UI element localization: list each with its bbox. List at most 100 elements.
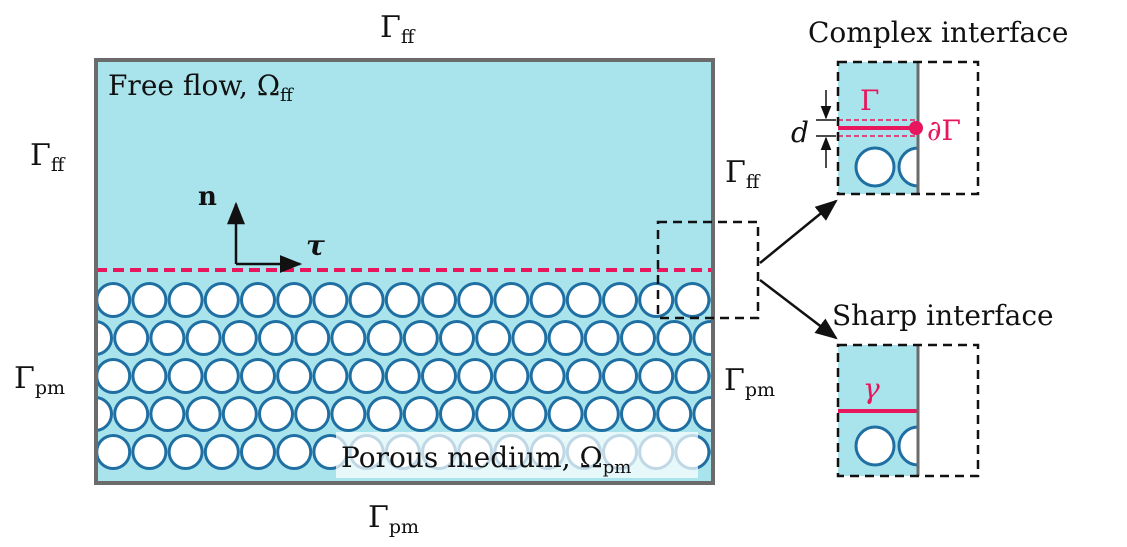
- pore-grain: [638, 358, 675, 394]
- sharp-gamma-label: γ: [863, 372, 880, 405]
- pore-grain: [674, 282, 711, 318]
- pore-grain: [366, 396, 403, 432]
- pore-grain: [620, 396, 656, 432]
- pore-grain: [692, 396, 713, 432]
- pore-grain: [203, 358, 240, 394]
- pore-grain: [854, 146, 896, 188]
- pore-grain: [457, 282, 494, 318]
- pore-grain: [294, 396, 331, 432]
- right-upper-boundary-label: Γff: [725, 155, 761, 193]
- pore-grain: [61, 360, 94, 393]
- left-upper-boundary-label: Γff: [30, 138, 66, 176]
- complex-interface-inset: Complex interface Γ ∂Γ d: [791, 16, 1068, 196]
- porous-label-background: [336, 432, 698, 478]
- pore-grain: [185, 396, 222, 432]
- pore-grain: [602, 282, 638, 318]
- pore-grain: [402, 396, 439, 432]
- pore-grain: [511, 396, 548, 432]
- pore-grain: [240, 282, 276, 318]
- domain-frame: [94, 58, 715, 485]
- pore-grain: [439, 320, 475, 356]
- pore-grain: [421, 282, 457, 318]
- pore-grain: [131, 282, 168, 318]
- pore-grain: [276, 358, 313, 394]
- pore-grain: [620, 320, 656, 356]
- boundary-label: ∂Γ: [927, 114, 961, 147]
- pore-grain: [475, 320, 512, 356]
- pore-grain: [131, 434, 168, 470]
- pore-grain: [96, 434, 132, 470]
- pore-grain: [149, 396, 186, 432]
- pore-grain: [656, 396, 693, 432]
- pore-grain: [511, 320, 548, 356]
- pore-grain: [258, 320, 294, 356]
- pore-grain: [96, 282, 132, 318]
- coordinate-vectors: n τ: [198, 182, 325, 273]
- pore-grain: [529, 358, 566, 394]
- pore-grain: [61, 284, 94, 317]
- pore-grain: [547, 396, 584, 432]
- boundary-point: [909, 121, 923, 135]
- pore-grain: [167, 358, 204, 394]
- pore-grain: [167, 282, 204, 318]
- pore-grain: [258, 396, 294, 432]
- pore-grain: [61, 436, 94, 469]
- pore-grain: [897, 146, 918, 188]
- pore-grain: [583, 396, 620, 432]
- pore-grain: [565, 282, 602, 318]
- pore-grain: [113, 320, 150, 356]
- pore-grain: [547, 320, 584, 356]
- pore-grain: [96, 320, 113, 356]
- pore-grain: [131, 358, 168, 394]
- pore-grain: [475, 396, 512, 432]
- pore-grain: [96, 396, 113, 432]
- pore-grain: [384, 358, 421, 394]
- pore-grain: [348, 282, 385, 318]
- bottom-boundary-label: Γpm: [368, 500, 419, 538]
- tangent-label: τ: [306, 229, 325, 262]
- complex-gamma-label: Γ: [860, 84, 879, 117]
- sharp-interface-title: Sharp interface: [832, 299, 1054, 332]
- pore-grain: [221, 396, 258, 432]
- pore-grain: [457, 358, 494, 394]
- pore-grain: [167, 434, 204, 470]
- pore-grain: [276, 434, 313, 470]
- pore-grain: [366, 320, 403, 356]
- porous-medium-label: Porous medium, Ωpm: [341, 441, 631, 478]
- pore-grain: [493, 282, 530, 318]
- complex-interface-title: Complex interface: [808, 16, 1068, 49]
- pore-grain: [692, 320, 713, 356]
- arrow-to-complex: [759, 199, 838, 264]
- pore-grain: [602, 358, 638, 394]
- pore-grain: [330, 320, 367, 356]
- complex-grains: [854, 146, 918, 188]
- pore-grain: [421, 358, 457, 394]
- pore-grain: [854, 425, 896, 467]
- pore-grain: [710, 443, 713, 461]
- pore-grain: [185, 320, 222, 356]
- sharp-grains: [854, 425, 918, 467]
- pore-grain: [348, 358, 385, 394]
- free-flow-label: Free flow, Ωff: [108, 69, 294, 106]
- pore-grain: [221, 320, 258, 356]
- pore-grain: [674, 358, 711, 394]
- normal-label: n: [198, 182, 217, 212]
- pore-grain: [240, 434, 276, 470]
- pore-grain: [312, 282, 349, 318]
- sharp-interface-inset: Sharp interface γ: [832, 299, 1054, 478]
- pore-grain: [439, 396, 475, 432]
- pore-grain: [402, 320, 439, 356]
- pore-grain: [294, 320, 331, 356]
- pore-grain: [149, 320, 186, 356]
- pore-grain: [203, 434, 240, 470]
- pore-grain: [96, 358, 132, 394]
- left-lower-boundary-label: Γpm: [14, 361, 65, 399]
- pore-grain: [330, 396, 367, 432]
- right-lower-boundary-label: Γpm: [724, 363, 775, 401]
- pore-grain: [897, 425, 918, 467]
- pore-grain: [656, 320, 693, 356]
- pore-grain: [565, 358, 602, 394]
- pore-grain: [493, 358, 530, 394]
- top-boundary-label: Γff: [380, 10, 416, 48]
